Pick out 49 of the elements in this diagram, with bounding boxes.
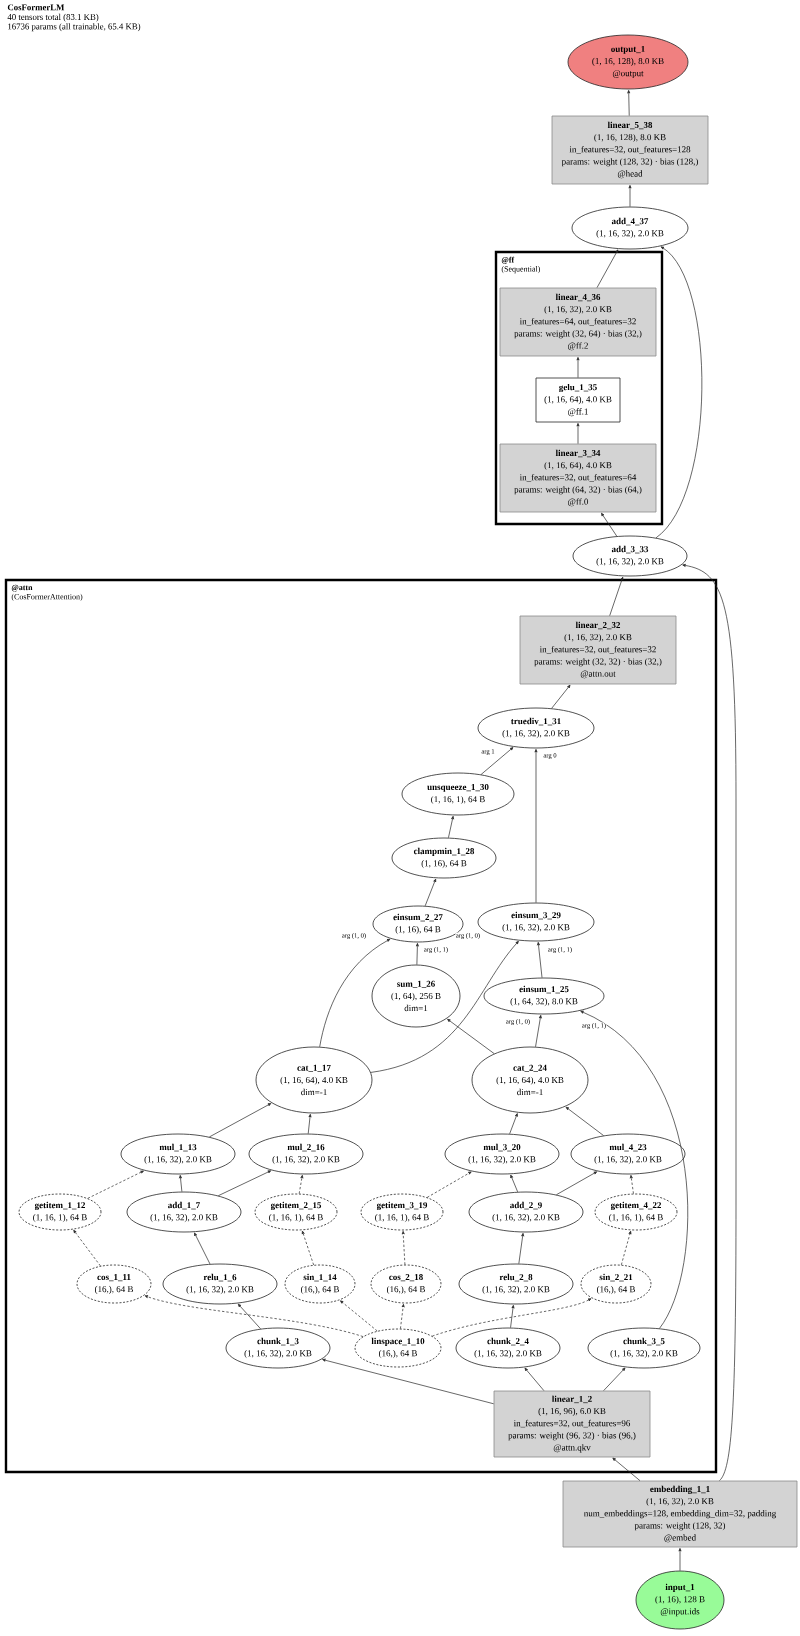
arrow (447, 1018, 495, 1054)
arrow (510, 1174, 518, 1193)
arrow (73, 1229, 101, 1267)
arrow (400, 1303, 405, 1329)
arrow (603, 1367, 626, 1391)
arrow (621, 1230, 632, 1266)
arrow (218, 1170, 272, 1196)
arrow (534, 749, 538, 903)
arrow (628, 185, 632, 207)
arrow (565, 1106, 604, 1136)
arrow (194, 1232, 211, 1265)
arrow (509, 1113, 518, 1135)
arrow (301, 1230, 314, 1266)
arrow (298, 1174, 304, 1194)
arrow (340, 1300, 378, 1332)
arrow (601, 512, 618, 537)
arrow (144, 1295, 364, 1337)
arrow (627, 90, 631, 116)
arrow (609, 576, 624, 616)
arrow (431, 1298, 592, 1337)
arrow (576, 423, 580, 444)
arrow (629, 1175, 634, 1194)
arrow (678, 1548, 682, 1571)
arrow (510, 1305, 515, 1328)
arrow (87, 1170, 144, 1199)
arrow (370, 940, 519, 1073)
arrow (209, 1103, 272, 1138)
arrow (576, 357, 580, 378)
arrow (237, 1303, 261, 1330)
arrow (322, 1358, 494, 1405)
arrow (307, 1113, 312, 1134)
arrow (537, 942, 543, 978)
arrow (551, 684, 571, 709)
arrow (518, 1232, 525, 1264)
arrow (179, 1175, 183, 1192)
arrow (415, 943, 419, 965)
arrow (556, 1171, 598, 1196)
arrow (448, 815, 454, 839)
arrow (426, 1171, 472, 1198)
arrow (596, 249, 619, 288)
arrow (524, 1367, 545, 1391)
arrow (580, 1010, 688, 1329)
arrow (319, 938, 391, 1048)
arrow (480, 747, 514, 775)
arrow (424, 878, 437, 907)
arrow (535, 1014, 542, 1048)
arrow (655, 246, 703, 539)
arrow (401, 1231, 406, 1265)
arrow (612, 1457, 641, 1481)
